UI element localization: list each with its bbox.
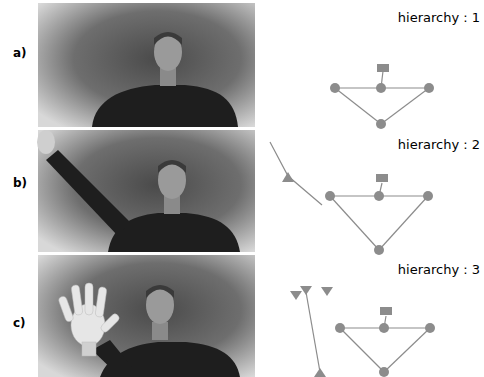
hierarchy-level: hierarchy : 3 xyxy=(398,263,480,277)
skeleton-graph xyxy=(270,64,435,377)
panel-letter: c) xyxy=(13,317,26,330)
panel-letter: b) xyxy=(13,177,27,190)
hierarchy-level: hierarchy : 1 xyxy=(398,11,480,25)
camera-frame xyxy=(37,130,255,252)
camera-frame xyxy=(38,255,255,377)
camera-frame xyxy=(38,3,255,127)
hierarchy-level: hierarchy : 2 xyxy=(398,138,480,152)
panel-letter: a) xyxy=(13,47,27,60)
